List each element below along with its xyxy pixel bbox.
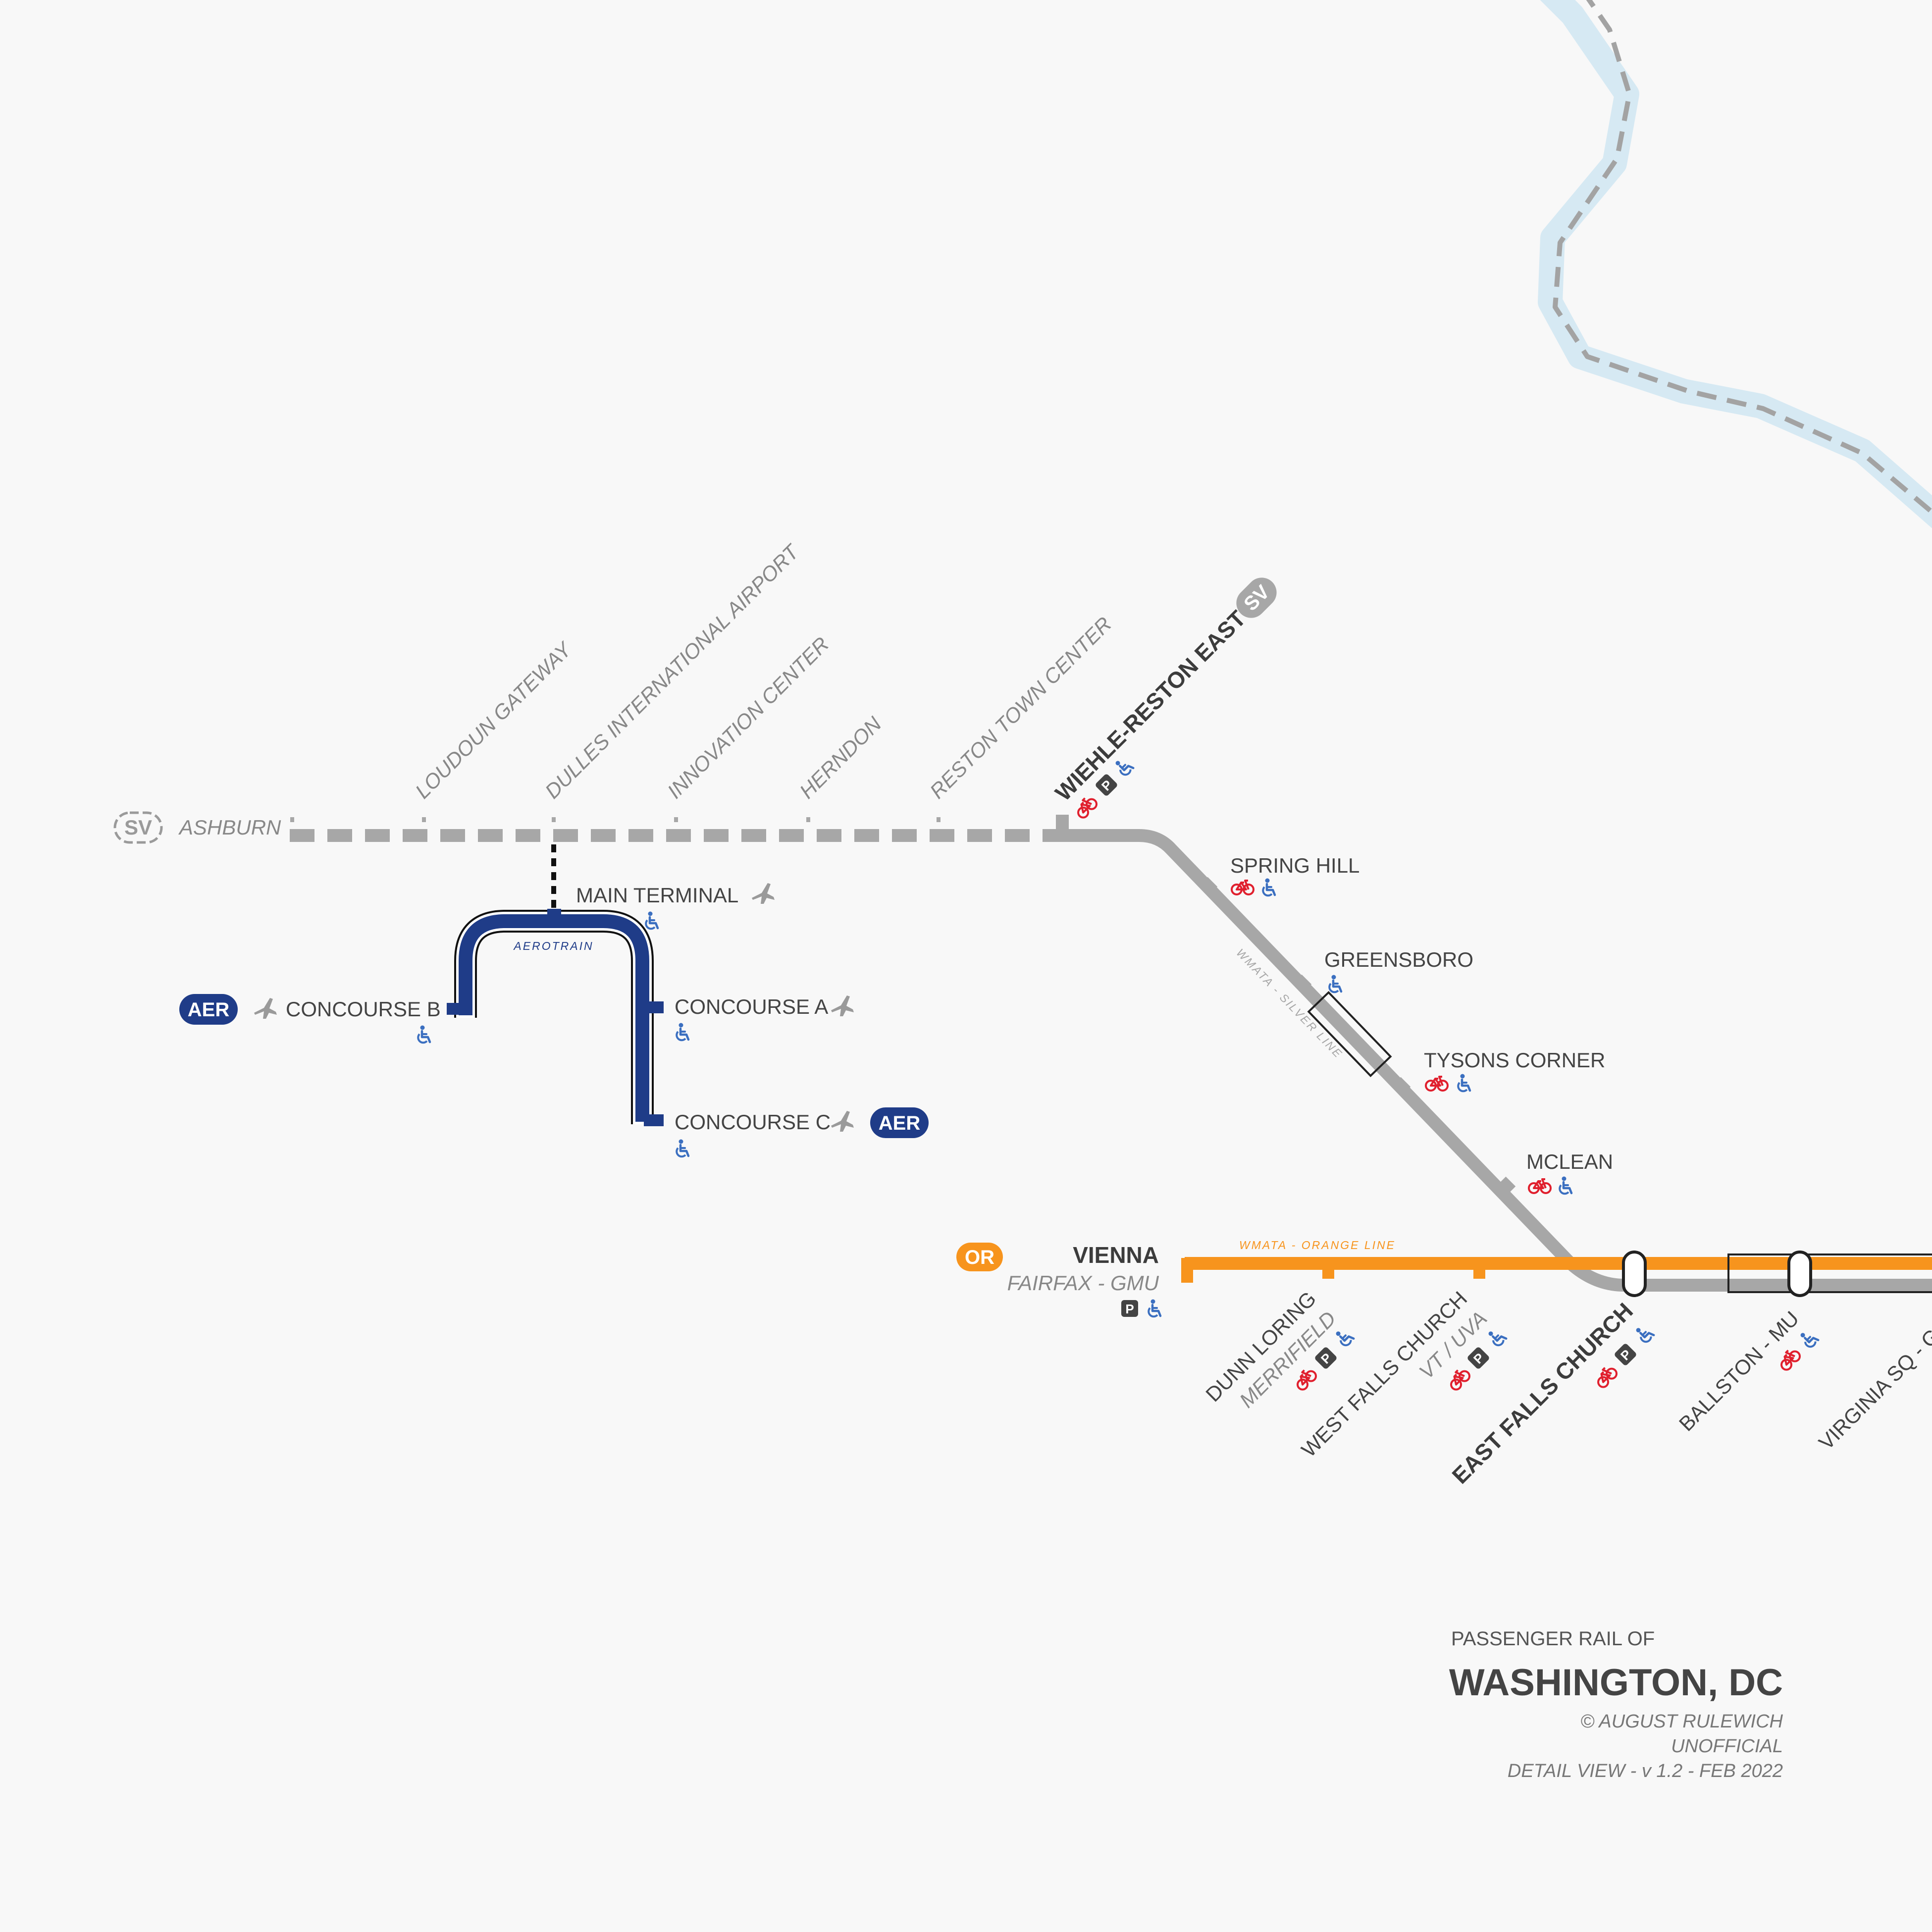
station-label-herndon[interactable]: HERNDON — [795, 712, 886, 803]
airplane-icon — [831, 1111, 854, 1132]
title-block: PASSENGER RAIL OF WASHINGTON, DC © AUGUS… — [1449, 1628, 1783, 1781]
station-tick-spring-hill — [1201, 877, 1218, 893]
aerotrain-line-label: AEROTRAIN — [513, 940, 593, 952]
parking-icon: P — [1096, 774, 1117, 796]
airplane-icon — [752, 883, 775, 904]
station-sublabel-vienna: FAIRFAX - GMU — [1007, 1271, 1159, 1295]
accessible-icon — [677, 1023, 688, 1041]
station-label-virginia-sq[interactable]: VIRGINIA SQ - G — [1814, 1324, 1932, 1455]
aerotrain-badge — [870, 1107, 929, 1138]
station-tick-vienna — [1181, 1258, 1193, 1283]
station-tick-mclean — [1499, 1176, 1516, 1193]
parking-icon: P — [1315, 1347, 1337, 1369]
bike-icon — [1073, 794, 1098, 820]
station-label-concourse-b: CONCOURSE B — [286, 997, 441, 1021]
title-credit: © AUGUST RULEWICH — [1580, 1711, 1783, 1732]
accessible-icon — [1634, 1323, 1654, 1344]
station-greensboro[interactable]: GREENSBORO — [1324, 948, 1473, 992]
svg-text:AER: AER — [188, 999, 230, 1021]
station-label-main-terminal: MAIN TERMINAL — [576, 884, 738, 907]
river — [1538, 0, 1932, 528]
station-tysons-corner[interactable]: TYSONS CORNER — [1424, 1048, 1605, 1091]
station-ballston[interactable]: BALLSTON - MU — [1674, 1306, 1819, 1436]
station-label-vienna: VIENNA — [1073, 1242, 1159, 1268]
tunnel-marker — [1727, 1253, 1932, 1293]
station-main-terminal[interactable]: MAIN TERMINAL — [576, 883, 775, 929]
silver-line-badge-text: SV — [124, 816, 152, 839]
station-label-dulles[interactable]: DULLES INTERNATIONAL AIRPORT — [540, 539, 804, 803]
station-ashburn[interactable]: SV ASHBURN — [113, 811, 281, 844]
station-label-spring-hill: SPRING HILL — [1230, 854, 1359, 877]
accessible-icon — [1486, 1327, 1507, 1347]
station-tick-concourse-c — [644, 1114, 664, 1126]
accessible-icon — [646, 912, 658, 929]
parking-icon: P — [1615, 1344, 1636, 1365]
accessible-icon — [1560, 1177, 1571, 1194]
accessible-icon — [1113, 756, 1134, 777]
bike-icon — [1446, 1366, 1471, 1392]
accessible-icon — [418, 1026, 430, 1043]
svg-text:P: P — [1125, 1302, 1134, 1316]
station-concourse-a[interactable]: CONCOURSE A — [675, 995, 854, 1040]
page-title: WASHINGTON, DC — [1449, 1662, 1783, 1704]
station-tick-wiehle — [1056, 815, 1069, 842]
station-spring-hill[interactable]: SPRING HILL — [1230, 854, 1359, 895]
station-label-greensboro: GREENSBORO — [1324, 948, 1473, 971]
orange-line — [1181, 1251, 1932, 1297]
airplane-icon — [254, 998, 277, 1019]
transfer-ballston — [1787, 1251, 1812, 1297]
airplane-icon — [831, 995, 854, 1016]
accessible-icon — [1334, 1327, 1354, 1347]
station-label-concourse-a: CONCOURSE A — [675, 995, 828, 1018]
bike-icon — [1776, 1347, 1802, 1372]
station-tick-tysons — [1394, 1077, 1411, 1094]
orange-line-label: WMATA - ORANGE LINE — [1239, 1239, 1396, 1252]
svg-text:AER: AER — [879, 1112, 921, 1134]
title-status: UNOFFICIAL — [1671, 1736, 1783, 1757]
parking-icon — [1121, 1300, 1138, 1317]
station-mclean[interactable]: MCLEAN — [1526, 1150, 1613, 1194]
parking-icon: P — [1467, 1347, 1489, 1369]
accessible-icon — [1149, 1300, 1160, 1317]
station-label-tysons: TYSONS CORNER — [1424, 1048, 1605, 1072]
svg-text:OR: OR — [965, 1247, 994, 1268]
bike-icon — [1528, 1178, 1552, 1194]
accessible-icon — [1458, 1074, 1470, 1092]
station-tick-dunn-loring — [1322, 1258, 1334, 1279]
aerotrain-badge — [179, 994, 238, 1025]
accessible-icon — [677, 1140, 688, 1157]
accessible-icon — [1329, 975, 1341, 992]
station-tick-main-terminal — [547, 909, 561, 921]
aerotrain-line: AEROTRAIN — [447, 844, 664, 1126]
station-label-ballston: BALLSTON - MU — [1674, 1306, 1803, 1435]
station-concourse-c[interactable]: CONCOURSE C AER — [675, 1107, 929, 1156]
tunnel-marker — [1307, 991, 1392, 1078]
station-label-concourse-c: CONCOURSE C — [675, 1110, 831, 1134]
silver-line-extension — [290, 817, 1060, 842]
orange-line-badge — [956, 1243, 1003, 1271]
station-tick-greensboro — [1295, 974, 1312, 991]
station-tick-concourse-b — [447, 1003, 467, 1015]
station-label-ashburn: ASHBURN — [178, 816, 281, 839]
station-concourse-b[interactable]: AER CONCOURSE B — [179, 994, 441, 1043]
station-wiehle-reston-east[interactable]: WIEHLE-RESTON EAST SV P — [1050, 572, 1283, 820]
station-tick-west-falls-church — [1473, 1258, 1485, 1279]
title-kicker: PASSENGER RAIL OF — [1451, 1628, 1655, 1650]
accessible-icon — [1798, 1328, 1819, 1349]
transfer-east-falls-church — [1622, 1251, 1647, 1297]
station-dunn-loring[interactable]: DUNN LORING MERRIFIELD P — [1201, 1287, 1354, 1412]
bike-icon — [1231, 880, 1254, 895]
accessible-icon — [1263, 879, 1275, 896]
station-label-mclean: MCLEAN — [1526, 1150, 1613, 1173]
title-version: DETAIL VIEW - v 1.2 - FEB 2022 — [1508, 1761, 1783, 1781]
station-tick-concourse-a — [644, 1001, 664, 1013]
bike-icon — [1593, 1364, 1619, 1389]
station-vienna[interactable]: OR VIENNA FAIRFAX - GMU P — [956, 1242, 1160, 1317]
silver-line-badge-future — [113, 811, 163, 844]
bike-icon — [1425, 1076, 1449, 1092]
bike-icon — [1293, 1366, 1318, 1392]
